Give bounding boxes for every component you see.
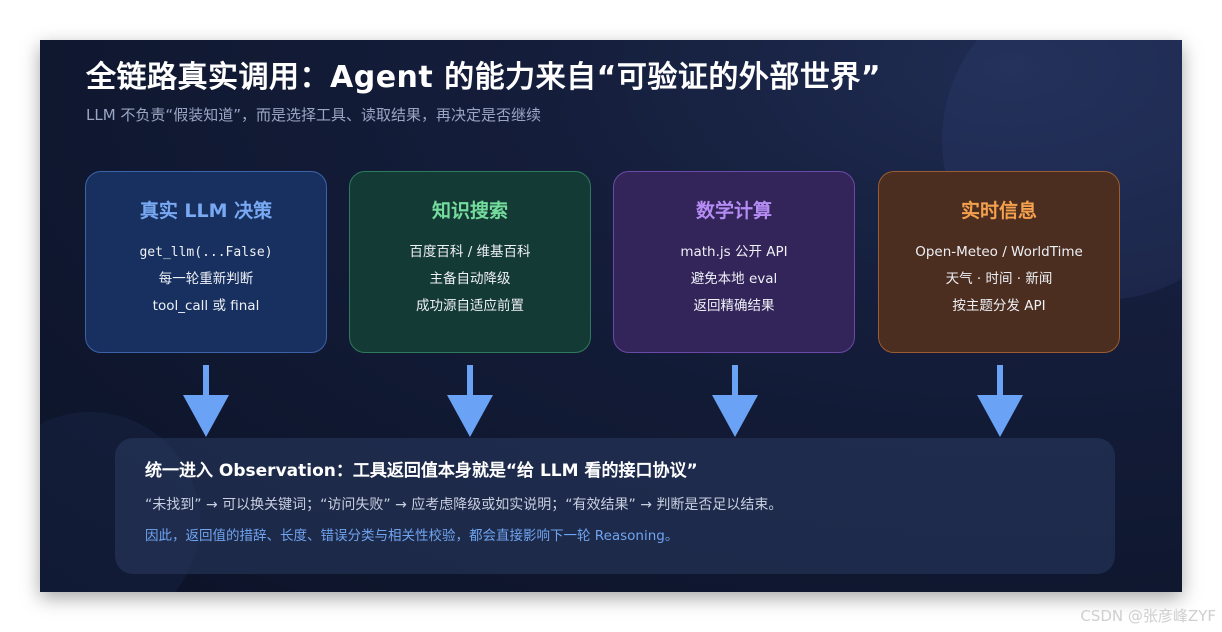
panel-description: “未找到” → 可以换关键词；“访问失败” → 应考虑降级或如实说明；“有效结果… — [145, 497, 783, 513]
card-math-compute: 数学计算 math.js 公开 API 避免本地 eval 返回精确结果 — [613, 171, 855, 353]
card-line: 成功源自适应前置 — [416, 298, 524, 314]
card-line: 返回精确结果 — [693, 298, 775, 314]
card-line: 百度百科 / 维基百科 — [409, 244, 531, 260]
down-arrow-icon — [183, 365, 229, 437]
card-line: Open-Meteo / WorldTime — [915, 244, 1083, 260]
card-title: 数学计算 — [695, 200, 772, 222]
card-line: 避免本地 eval — [690, 271, 778, 287]
page-title: 全链路真实调用：Agent 的能力来自“可验证的外部世界” — [86, 60, 882, 95]
down-arrow-icon — [447, 365, 493, 437]
watermark: CSDN @张彦峰ZYF — [1080, 607, 1216, 625]
card-line: math.js 公开 API — [680, 244, 788, 260]
panel-conclusion: 因此，返回值的措辞、长度、错误分类与相关性校验，都会直接影响下一轮 Reason… — [145, 528, 679, 544]
slide-canvas: 全链路真实调用：Agent 的能力来自“可验证的外部世界” LLM 不负责“假装… — [40, 40, 1182, 592]
card-line: 按主题分发 API — [952, 298, 1046, 314]
observation-panel: 统一进入 Observation：工具返回值本身就是“给 LLM 看的接口协议”… — [115, 438, 1115, 574]
card-realtime-info: 实时信息 Open-Meteo / WorldTime 天气 · 时间 · 新闻… — [878, 171, 1120, 353]
down-arrow-icon — [977, 365, 1023, 437]
panel-title: 统一进入 Observation：工具返回值本身就是“给 LLM 看的接口协议” — [145, 461, 698, 481]
card-line: tool_call 或 final — [152, 298, 260, 314]
page-subtitle: LLM 不负责“假装知道”，而是选择工具、读取结果，再决定是否继续 — [86, 106, 541, 124]
down-arrow-icon — [712, 365, 758, 437]
card-line: 主备自动降级 — [429, 271, 511, 287]
card-knowledge-search: 知识搜索 百度百科 / 维基百科 主备自动降级 成功源自适应前置 — [349, 171, 591, 353]
card-llm-decision: 真实 LLM 决策 get_llm(...False) 每一轮重新判断 tool… — [85, 171, 327, 353]
card-line: get_llm(...False) — [139, 245, 273, 260]
card-title: 实时信息 — [960, 200, 1037, 222]
card-title: 知识搜索 — [431, 200, 508, 222]
card-line: 天气 · 时间 · 新闻 — [945, 271, 1053, 287]
card-title: 真实 LLM 决策 — [139, 200, 273, 222]
card-line: 每一轮重新判断 — [158, 271, 254, 287]
